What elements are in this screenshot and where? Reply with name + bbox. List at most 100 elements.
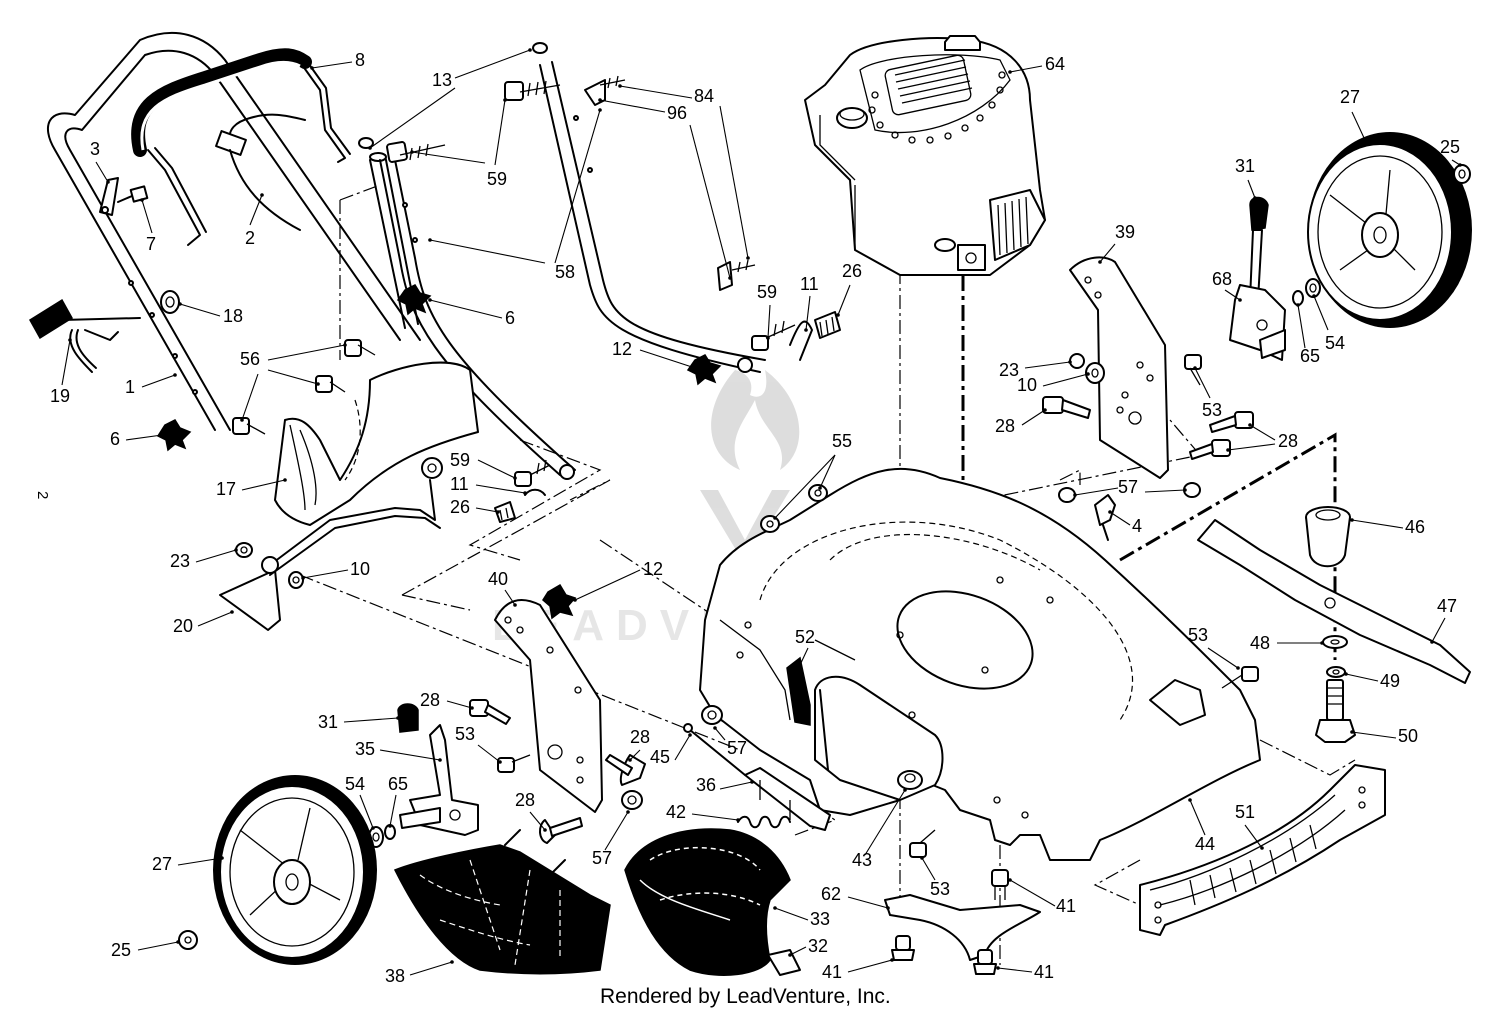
- callout-c42: 42: [666, 802, 740, 822]
- knob-26-bottom: [494, 501, 516, 523]
- callout-number: 65: [1300, 346, 1320, 366]
- callout-c44: 44: [1188, 798, 1215, 854]
- nut-57-front: [621, 705, 723, 810]
- grass-bag-frame-33: [624, 828, 791, 976]
- callout-c68: 68: [1212, 269, 1242, 302]
- bolt-53-front: [497, 754, 531, 773]
- bracket-84: [717, 259, 756, 291]
- leader-arrowhead: [160, 433, 164, 437]
- callout-number: 12: [612, 339, 632, 359]
- callout-c62: 62: [821, 884, 890, 910]
- callout-c25a: 25: [1440, 137, 1462, 167]
- callout-number: 53: [1188, 625, 1208, 645]
- leader-arrowhead: [626, 810, 630, 814]
- callout-c6a: 6: [428, 298, 515, 328]
- callout-number: 1: [125, 377, 135, 397]
- blade-47: [1197, 519, 1471, 684]
- leader-arrowhead: [1043, 408, 1047, 412]
- leader-line: [619, 85, 693, 99]
- leader-arrowhead: [230, 610, 234, 614]
- leader-line: [599, 99, 666, 113]
- leader-line: [177, 857, 223, 866]
- leader-arrowhead: [1193, 366, 1197, 370]
- leader-line: [639, 349, 696, 369]
- leader-arrowhead: [598, 108, 602, 112]
- callout-number: 10: [1017, 375, 1037, 395]
- leader-line: [837, 284, 851, 316]
- leader-arrowhead: [301, 576, 305, 580]
- callout-c38: 38: [385, 960, 454, 986]
- leader-line: [1297, 304, 1306, 349]
- callout-c7: 7: [140, 198, 156, 254]
- callout-number: 25: [111, 940, 131, 960]
- callout-c12b: 12: [573, 559, 663, 602]
- blade-bolt-50: [1315, 679, 1356, 743]
- knob-12a: [686, 354, 722, 386]
- grass-bag-38: [393, 829, 611, 975]
- callout-number: 68: [1212, 269, 1232, 289]
- callout-number: 11: [800, 274, 819, 294]
- leader-line: [179, 303, 221, 317]
- callout-number: 8: [355, 50, 365, 70]
- leader-arrowhead: [368, 146, 372, 150]
- callout-number: 49: [1380, 671, 1400, 691]
- callout-number: 27: [1340, 87, 1360, 107]
- leader-line: [767, 304, 771, 339]
- leader-arrowhead: [283, 478, 287, 482]
- callout-c18: 18: [178, 302, 243, 326]
- height-lever-31-top: [1249, 196, 1269, 301]
- leader-line: [249, 194, 263, 226]
- callout-number: 64: [1045, 54, 1065, 74]
- clip-32: [767, 949, 801, 976]
- lower-handle-right: [379, 159, 576, 480]
- leader-line: [774, 907, 809, 921]
- callout-c17: 17: [216, 478, 287, 499]
- callout-c10a: 10: [1017, 372, 1090, 395]
- leader-arrowhead: [1108, 510, 1112, 514]
- leader-line: [674, 734, 691, 761]
- bolt-13: [504, 80, 561, 101]
- callout-number: 12: [643, 559, 663, 579]
- leader-line: [1024, 361, 1071, 369]
- leader-arrowhead: [1458, 163, 1462, 167]
- callout-c10b: 10: [301, 559, 370, 580]
- callout-c54b: 54: [345, 774, 375, 830]
- leader-line: [774, 454, 836, 519]
- callout-c55: 55: [773, 431, 852, 520]
- callout-c43: 43: [852, 788, 907, 870]
- leader-line: [554, 109, 601, 264]
- rope-guide-19: [28, 298, 141, 373]
- callout-number: 31: [318, 712, 338, 732]
- leader-arrowhead: [173, 373, 177, 377]
- leader-arrowhead: [523, 491, 527, 495]
- leader-arrowhead: [1253, 196, 1257, 200]
- bolt-59-mid: [751, 320, 796, 351]
- leader-arrowhead: [1098, 260, 1102, 264]
- callout-c51: 51: [1235, 802, 1264, 850]
- leader-arrowhead: [618, 84, 622, 88]
- callout-c28e: 28: [515, 790, 547, 832]
- callout-c11a: 11: [800, 274, 819, 332]
- callout-c53b: 53: [1188, 625, 1240, 670]
- leader-line: [389, 794, 397, 827]
- leader-line: [494, 99, 506, 166]
- callout-c28c: 28: [420, 690, 474, 710]
- leader-arrowhead: [1260, 846, 1264, 850]
- leader-line: [921, 857, 936, 881]
- callout-number: 2: [245, 228, 255, 248]
- callout-number: 31: [1235, 156, 1255, 176]
- hairpin-11: [789, 320, 813, 361]
- callout-number: 56: [240, 349, 260, 369]
- bolt-59-top: [386, 141, 446, 163]
- decal-52: [786, 656, 811, 726]
- leader-line: [369, 87, 456, 149]
- callout-number: 96: [667, 103, 687, 123]
- callout-c41a: 41: [1008, 878, 1076, 916]
- leader-arrowhead: [713, 726, 717, 730]
- bail-grip: [131, 48, 312, 157]
- leader-line: [429, 299, 503, 319]
- callout-number: 39: [1115, 222, 1135, 242]
- callout-c50: 50: [1350, 726, 1418, 746]
- upper-arm-right: [532, 42, 766, 373]
- leader-arrowhead: [498, 760, 502, 764]
